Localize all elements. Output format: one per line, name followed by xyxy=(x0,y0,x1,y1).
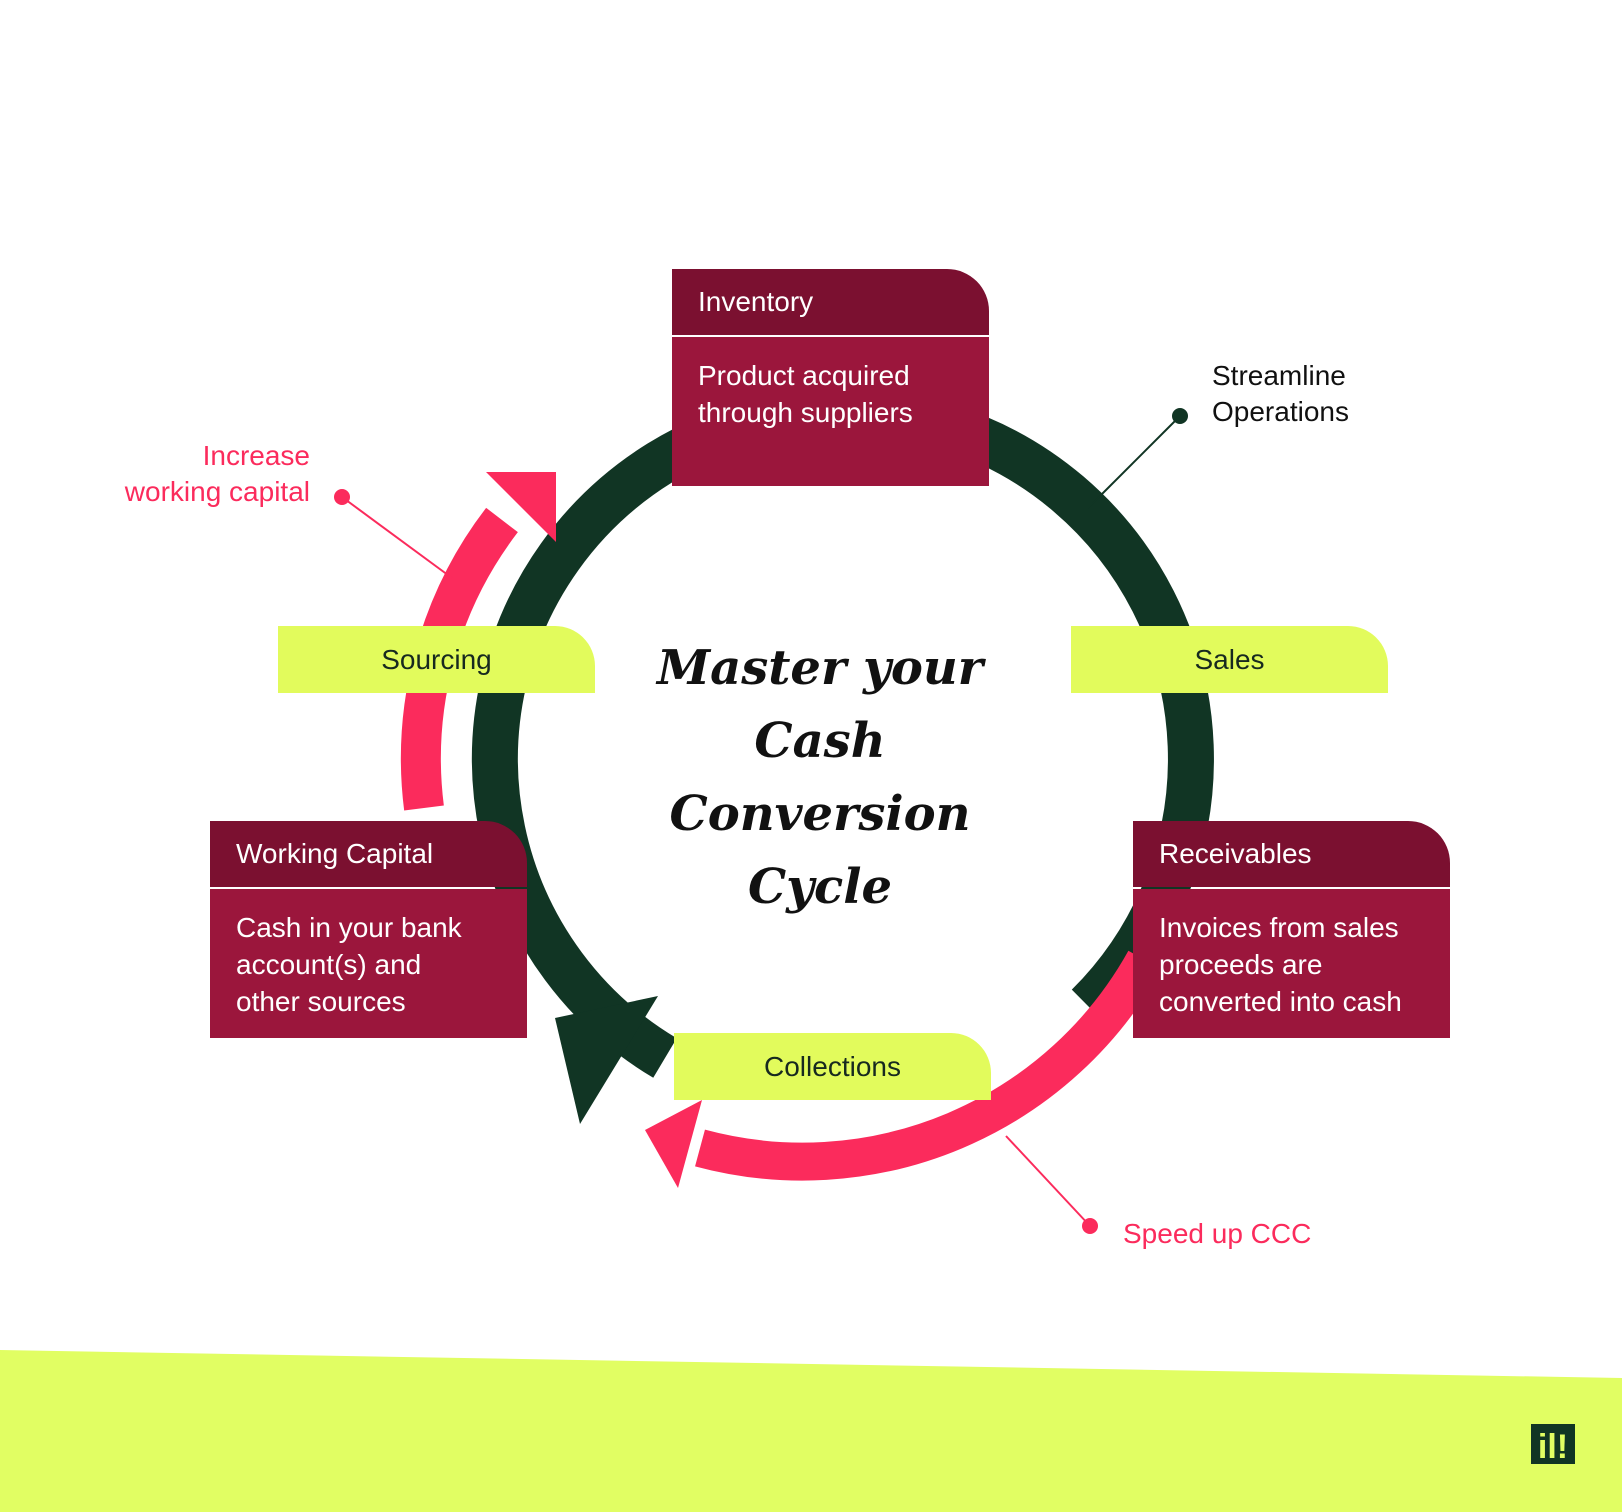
cycle-title-line: Cycle xyxy=(747,859,893,915)
speed-note: Speed up CCC xyxy=(1123,1216,1311,1252)
receivables-body-line: proceeds are xyxy=(1159,949,1323,980)
inventory-heading: Inventory xyxy=(672,269,989,335)
receivables-body-line: converted into cash xyxy=(1159,986,1402,1017)
increase-leader-dot xyxy=(334,489,350,505)
working-capital-body-line: Cash in your bank xyxy=(236,912,462,943)
cycle-title-line: Cash xyxy=(754,713,886,769)
cycle-title: Master your Cash Conversion Cycle xyxy=(640,632,1000,924)
working-capital-body-line: other sources xyxy=(236,986,406,1017)
increase-leader-line xyxy=(341,496,453,579)
streamline-note-line: Operations xyxy=(1212,396,1349,427)
cycle-ring-arrowhead xyxy=(555,996,658,1124)
increase-arc-arrowhead xyxy=(486,472,556,542)
inventory-heading-text: Inventory xyxy=(698,286,814,317)
working-capital-heading: Working Capital xyxy=(210,821,527,887)
streamline-note: Streamline Operations xyxy=(1212,358,1349,430)
increase-note-line: working capital xyxy=(124,476,310,507)
logo-box xyxy=(1531,1424,1575,1464)
speed-arc-arrowhead xyxy=(645,1100,702,1188)
streamline-note-line: Streamline xyxy=(1212,360,1346,391)
footer-band xyxy=(0,1350,1622,1512)
working-capital-body: Cash in your bank account(s) and other s… xyxy=(210,889,527,1038)
sales-tag: Sales xyxy=(1071,626,1388,693)
cycle-title-line: Conversion xyxy=(669,786,971,842)
receivables-body: Invoices from sales proceeds are convert… xyxy=(1133,889,1450,1038)
increase-note: Increase working capital xyxy=(60,438,310,510)
inventory-body: Product acquired through suppliers xyxy=(672,337,989,486)
streamline-leader-dot xyxy=(1172,408,1188,424)
increase-note-line: Increase xyxy=(202,440,310,471)
cycle-title-line: Master your xyxy=(656,640,984,696)
receivables-body-line: Invoices from sales xyxy=(1159,912,1399,943)
sourcing-tag: Sourcing xyxy=(278,626,595,693)
speed-note-text: Speed up CCC xyxy=(1123,1218,1312,1249)
logo-text: il! xyxy=(1538,1428,1568,1466)
inventory-body-line: Product acquired xyxy=(698,360,910,391)
sales-tag-label: Sales xyxy=(1194,643,1265,675)
speed-arc xyxy=(695,950,1162,1181)
collections-tag-label: Collections xyxy=(764,1050,901,1082)
speed-leader-line xyxy=(1005,1135,1091,1227)
collections-tag: Collections xyxy=(674,1033,991,1100)
working-capital-body-line: account(s) and xyxy=(236,949,422,980)
sourcing-tag-label: Sourcing xyxy=(381,643,492,675)
inventory-body-line: through suppliers xyxy=(698,397,913,428)
streamline-leader-line xyxy=(1087,415,1181,509)
speed-leader-dot xyxy=(1082,1218,1098,1234)
receivables-heading-text: Receivables xyxy=(1159,838,1312,869)
working-capital-heading-text: Working Capital xyxy=(236,838,434,869)
receivables-heading: Receivables xyxy=(1133,821,1450,887)
